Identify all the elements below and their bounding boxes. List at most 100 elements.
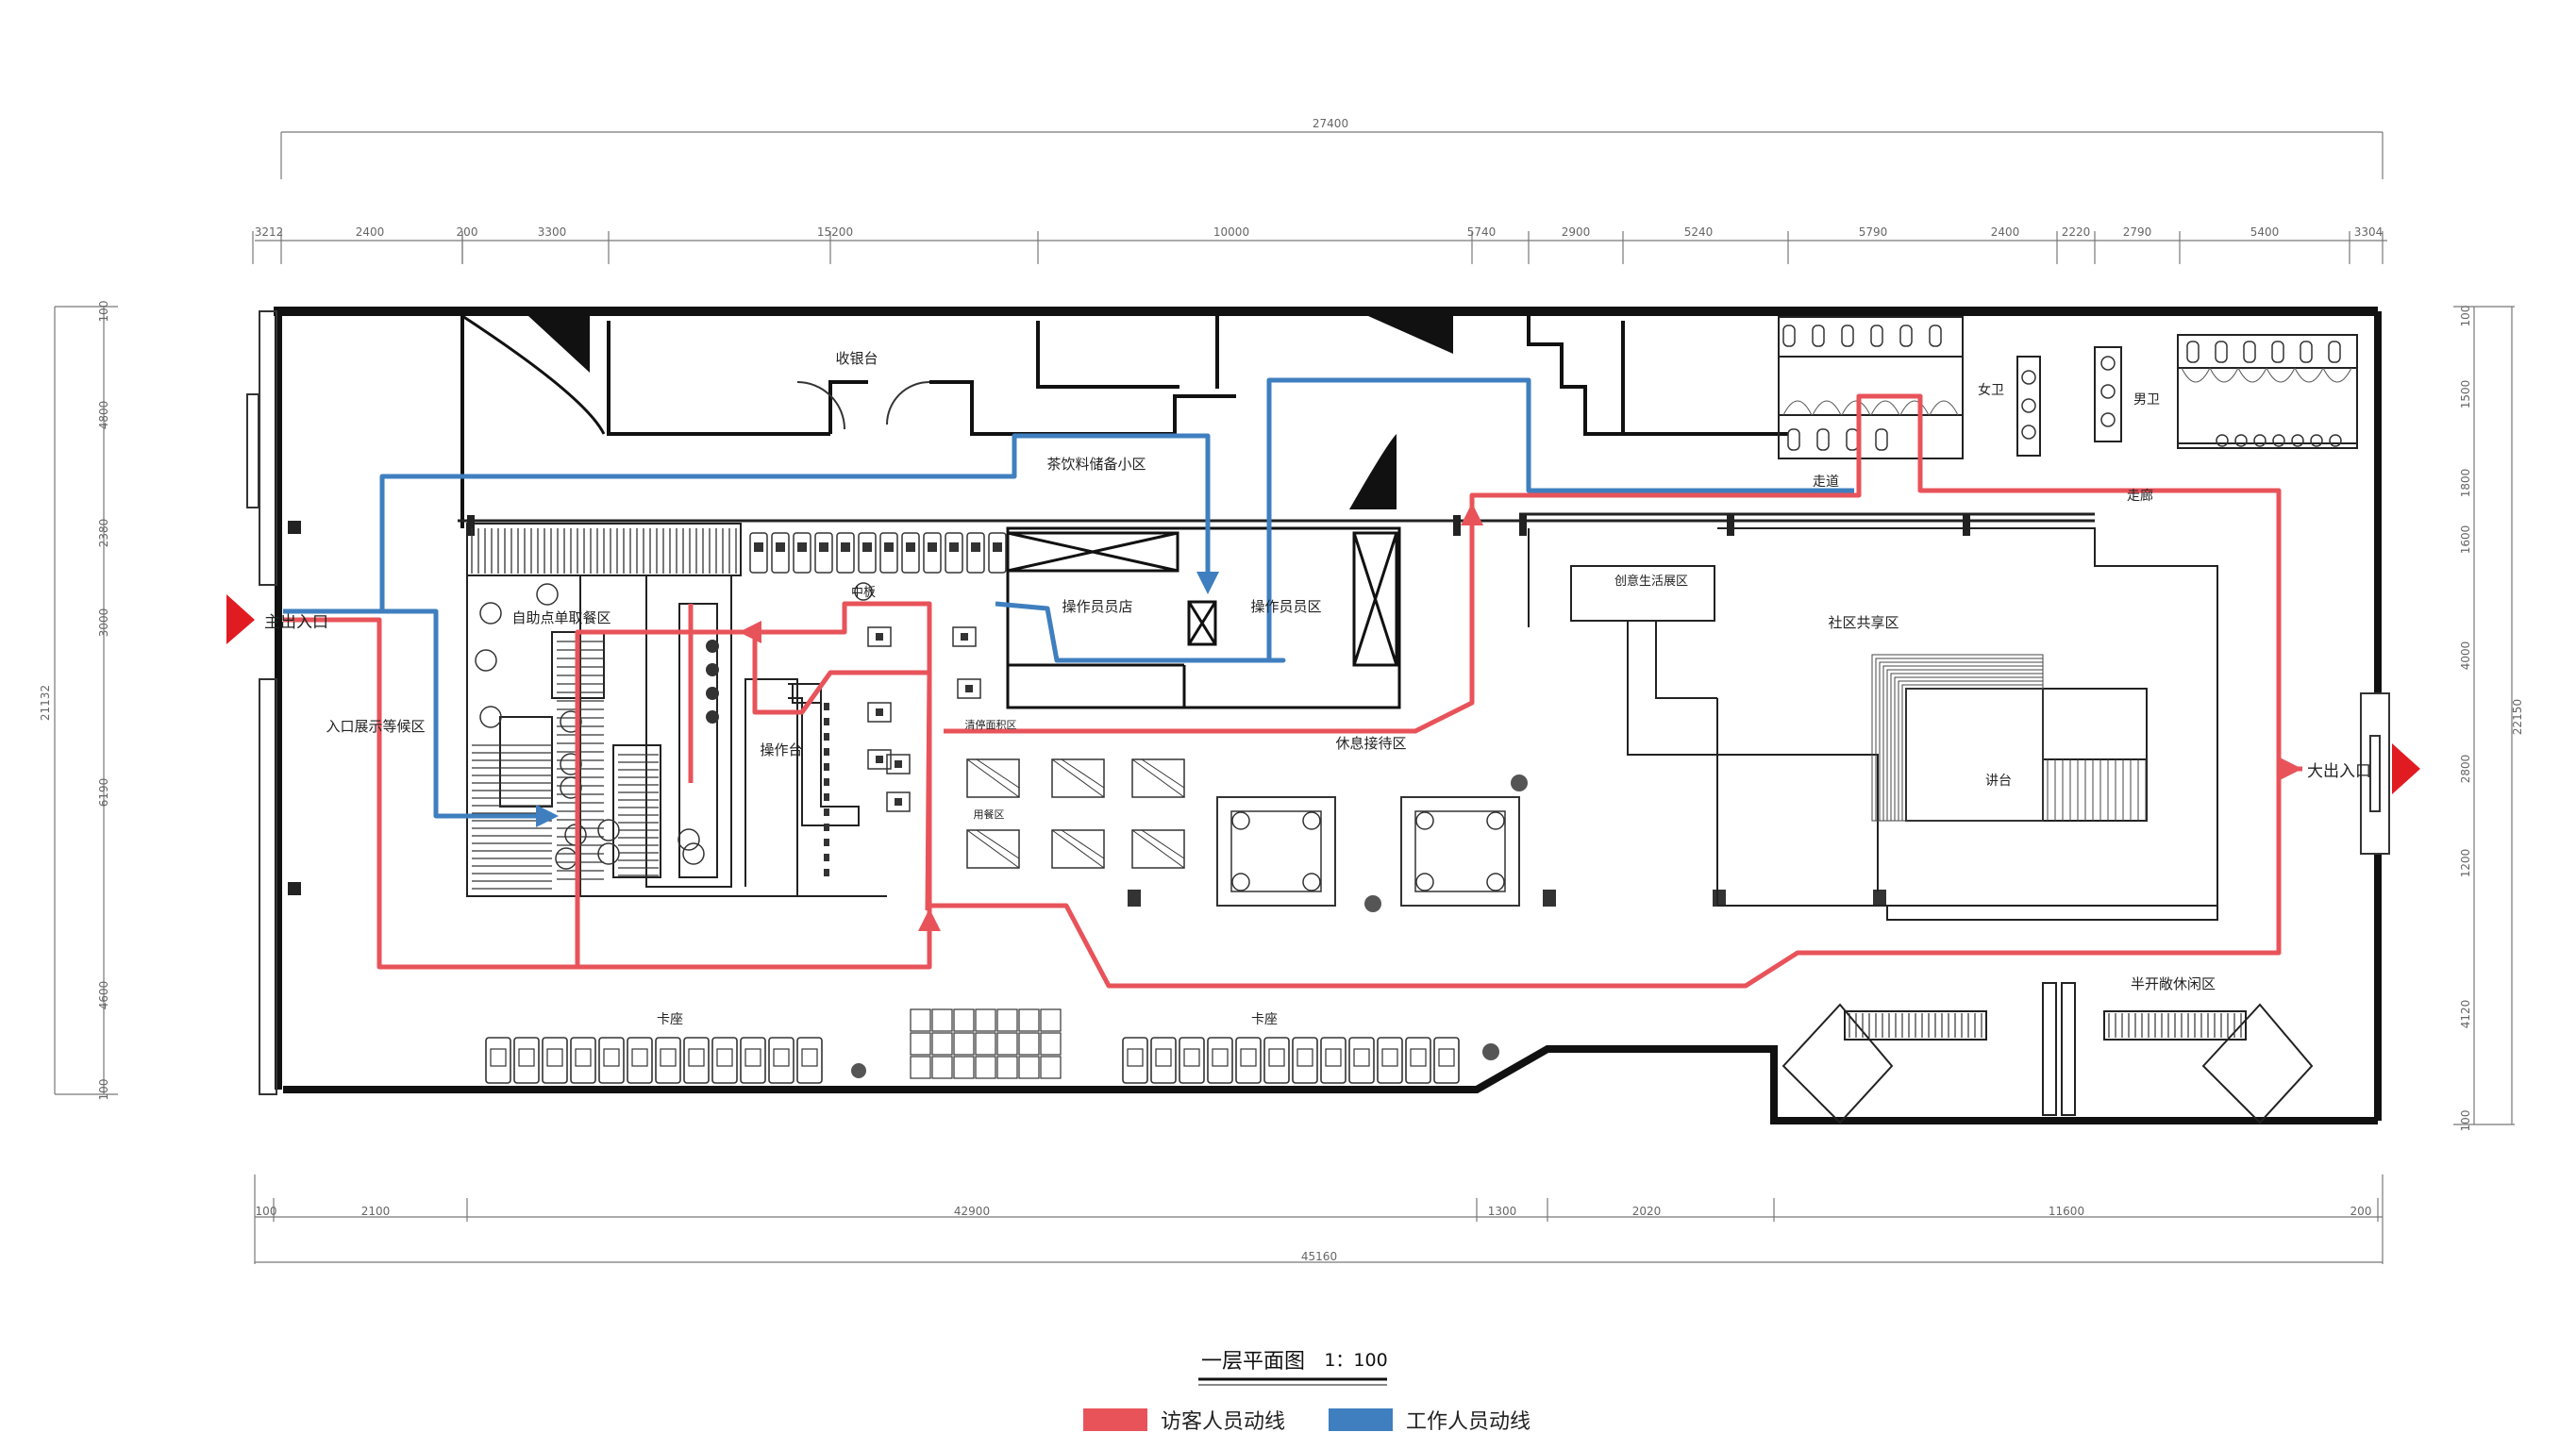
sofa-seat [1302,811,1321,830]
urinal [2186,341,2200,363]
small-table [867,626,892,647]
bar-stool-seat [884,542,894,552]
cabinet-cell [996,1056,1018,1079]
console-dots [706,640,829,876]
right-dim-label: 4120 [2459,1000,2472,1029]
table-hatch [1061,829,1105,859]
round-seat [597,819,620,841]
bar-stools [749,532,1007,601]
left-dim-label: 100 [97,301,110,323]
booth-seat [513,1037,540,1084]
stage-step [1898,680,2044,822]
toilet [1899,325,1913,347]
booth-seat [1292,1037,1318,1084]
left-dimensions [54,306,118,1095]
door-swing [1870,400,1900,416]
bottom-total-dim: 45160 [1301,1250,1337,1263]
label-booth-1: 卡座 [657,1012,683,1027]
right-dim-label: 100 [2459,1110,2472,1132]
sofa-frame [1400,796,1520,907]
sink [2021,398,2036,413]
door-swing [2266,367,2296,383]
beam-post [1963,515,1970,536]
round-seat [854,582,873,601]
door-swing [2294,367,2324,383]
dining-table [966,758,1020,798]
table-hatch [1131,829,1185,869]
booth-seat [1433,1037,1460,1084]
sink [2100,384,2116,399]
label-staff-ops-2: 操作员员区 [1250,598,1321,615]
stage-steps [1871,654,2147,822]
console-dot [706,710,719,724]
door-swing [2181,367,2211,383]
bar-stool [945,532,963,574]
right-total-dim: 22150 [2511,699,2524,735]
door-swing [1899,400,1930,416]
curve-wall-2 [1349,434,1397,509]
label-storage: 收银台 [835,350,878,367]
small-table-mark [876,756,883,763]
booth-seat [768,1037,795,1084]
dining-table [1131,758,1185,798]
left-dim-label: 4600 [97,981,110,1010]
room-labels: 收银台 茶饮料储备小区 主出入口 大出入口 入口展示等候区 自助点单取餐区 操作… [264,350,2371,1027]
bar-stool-seat [971,542,980,552]
label-side-entrance: 大出入口 [2307,762,2371,781]
round-seat [597,842,620,865]
leisure-slats [1848,1013,2242,1038]
table-hatch [966,758,1020,798]
bottom-dim-label: 2100 [361,1205,391,1218]
booth-seat [683,1037,710,1084]
toilet [1875,428,1888,451]
booth-cushion [518,1048,535,1067]
left-facade [246,310,277,1095]
label-display-case: 创意生活展区 [1614,574,1688,589]
bar-stool [858,532,877,574]
left-dim-label: 100 [97,1079,110,1101]
sofa-set [1400,796,1520,907]
booth-seat [1348,1037,1375,1084]
console-mark [824,703,829,710]
right-dim-label: 1800 [2459,469,2472,498]
bar-stool [988,532,1007,574]
bar-stool [749,532,768,574]
booth-cushion [1438,1048,1455,1067]
door-swing [2237,367,2267,383]
table-top [966,829,1020,869]
booth-seat [485,1037,511,1084]
booth-cushion [631,1048,648,1067]
console-mark [824,839,829,846]
booth-seat [655,1037,681,1084]
beam-posts [288,515,1970,895]
label-corridor: 走道 [1813,475,1839,490]
booth-seat [740,1037,766,1084]
top-dim-label: 200 [457,225,478,239]
booth-cushion [1268,1048,1285,1067]
beam-post [1453,515,1461,536]
small-table-mark [965,685,973,692]
stage-step [1886,669,2044,822]
stage-step [1890,673,2044,822]
stage-step [1905,688,2044,822]
left-dim-label: 2380 [97,519,110,548]
small-table [867,749,892,770]
bar-stool-seat [819,542,828,552]
small-table [952,626,977,647]
urinal [2215,341,2228,363]
toilet [1782,325,1796,347]
sofa-seat [1231,811,1250,830]
booth-cushion [1381,1048,1398,1067]
door-swing [1782,400,1813,416]
small-table [886,791,911,812]
bar-stool [814,532,833,574]
cabinet-cell [953,1008,975,1032]
small-table-mark [895,760,902,768]
small-table-mark [876,633,883,641]
booths [485,1008,1460,1084]
booth-seat [1122,1037,1148,1084]
sofa-seat [1486,811,1505,830]
label-rest-area: 休息接待区 [1335,735,1406,752]
booth-seat [1405,1037,1431,1084]
sink [2272,434,2285,447]
